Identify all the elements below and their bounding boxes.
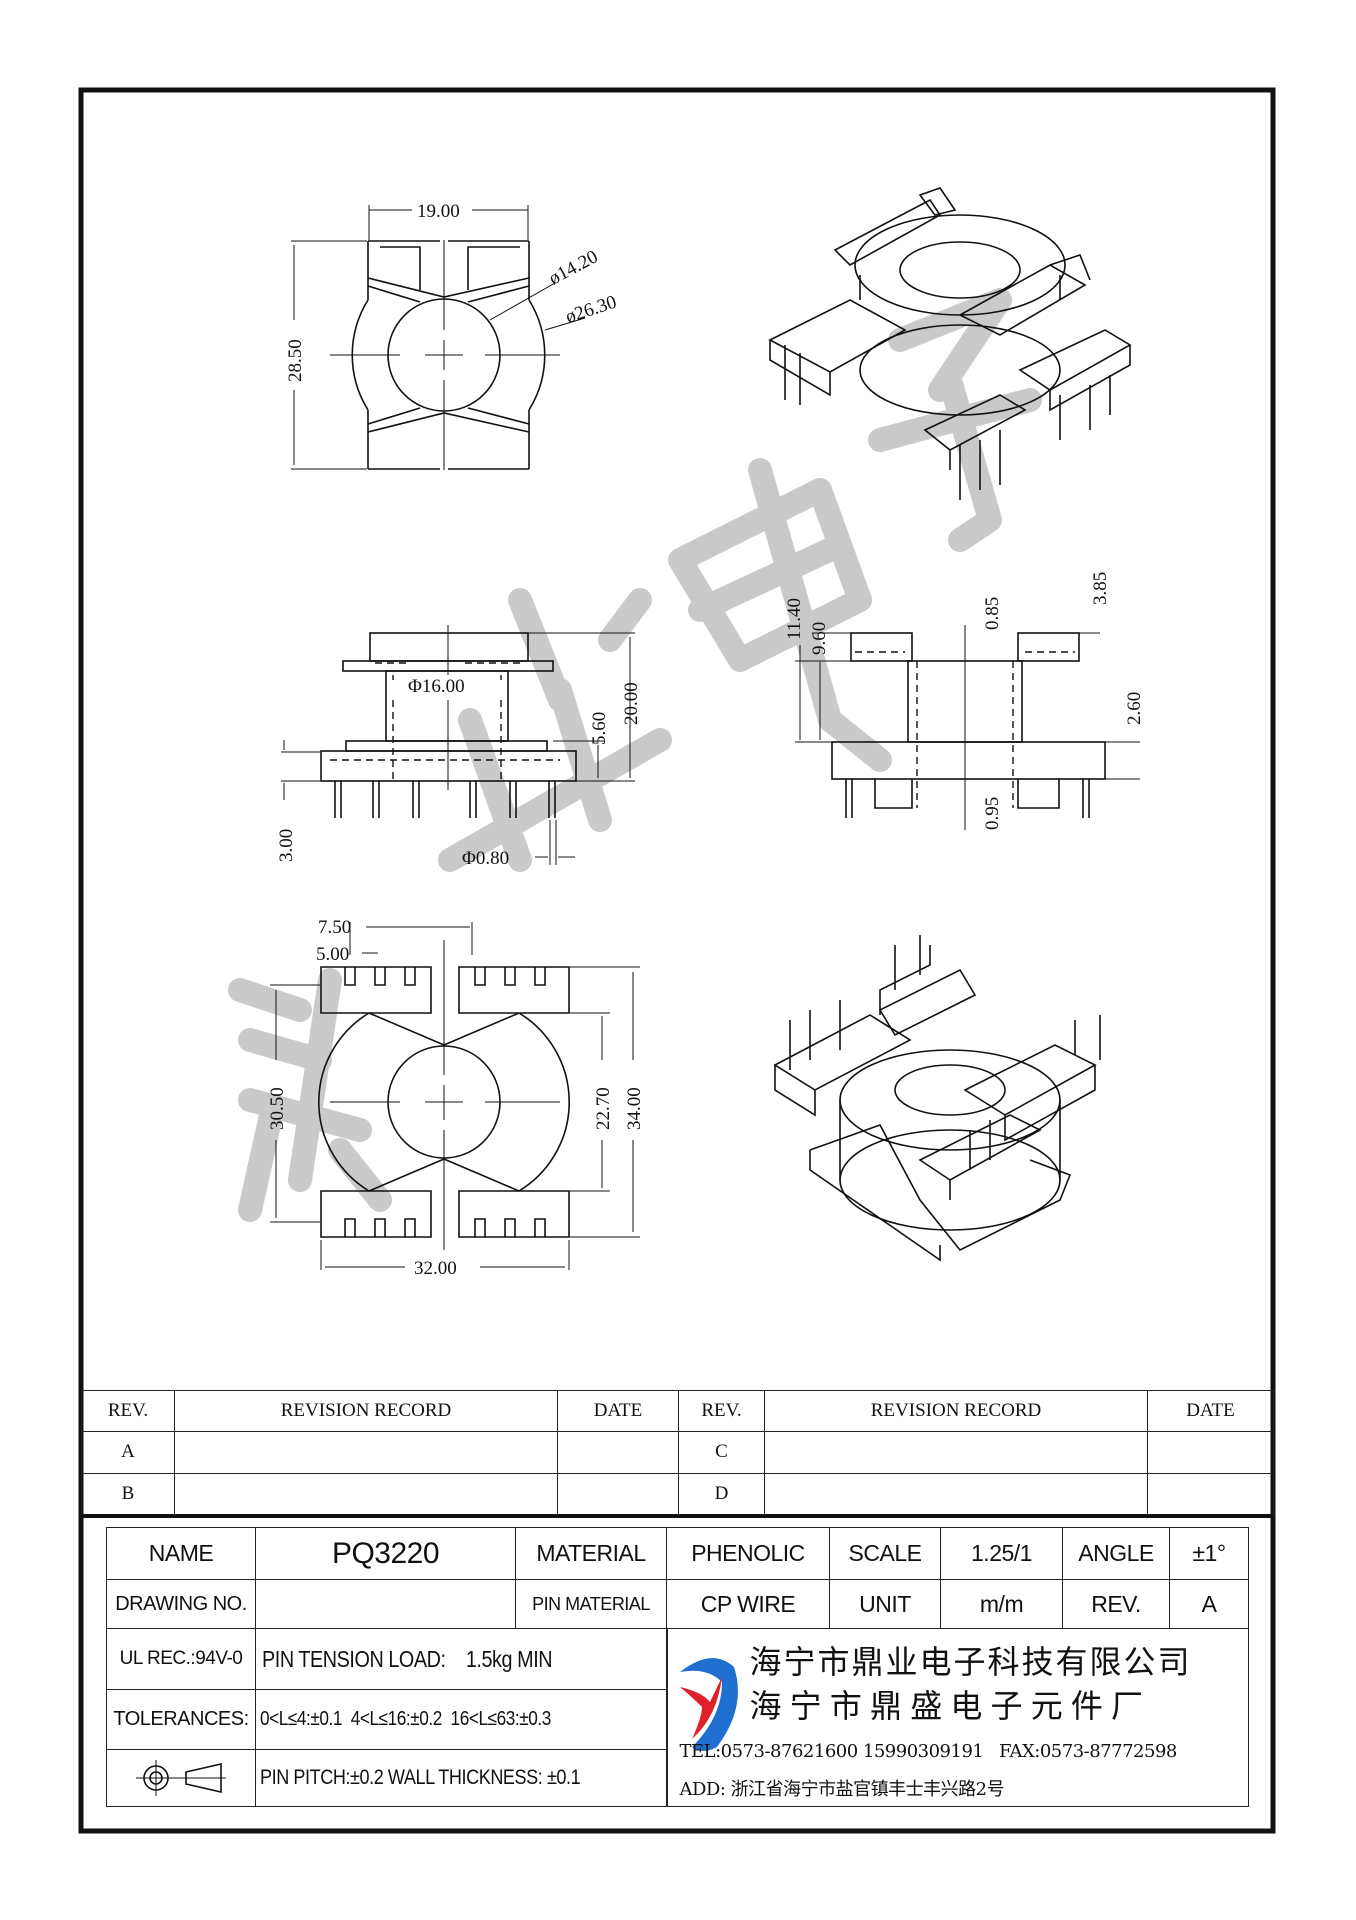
company-cell: 海宁市鼎业电子科技有限公司 海 宁 市 鼎 盛 电 子 元 件 厂 TEL:05… [665, 1628, 1249, 1807]
dim-side-base-step: 2.60 [1124, 692, 1145, 725]
revision-table: REV. REVISION RECORD DATE REV. REVISION … [81, 1389, 1274, 1516]
pin-tension-cell: PIN TENSION LOAD: 1.5kg MIN [255, 1627, 667, 1691]
tolerances-value: 0<L≤4:±0.1 4<L≤16:±0.2 16<L≤63:±0.3 [260, 1708, 551, 1730]
drawing-no-label: DRAWING NO. [106, 1579, 256, 1629]
pin-tension-value: 1.5kg MIN [465, 1645, 553, 1672]
dim-top-width: 19.00 [417, 201, 460, 222]
header-revision-record: REVISION RECORD [174, 1389, 558, 1433]
angle-value: ±1° [1169, 1527, 1249, 1580]
dim-core-dia: Φ16.00 [408, 676, 465, 697]
dim-front-h2: 20.00 [621, 682, 642, 725]
rev-cell: B [81, 1472, 175, 1516]
dim-top-height: 28.50 [285, 339, 306, 382]
date-cell [557, 1472, 679, 1516]
date-cell [557, 1431, 679, 1474]
unit-value: m/m [940, 1579, 1063, 1629]
material-value: PHENOLIC [666, 1527, 830, 1580]
title-block: NAME PQ3220 MATERIAL PHENOLIC SCALE 1.25… [106, 1527, 1249, 1808]
rev-cell: A [81, 1431, 175, 1474]
pin-material-value: CP WIRE [666, 1579, 830, 1629]
front-view: Φ16.00 5.60 20.00 3.00 Φ0.80 [276, 625, 642, 869]
record-cell [174, 1431, 558, 1474]
scale-label: SCALE [829, 1527, 941, 1580]
date-cell [1147, 1472, 1274, 1516]
part-name: PQ3220 [255, 1527, 516, 1580]
dim-outer-dia: ø26.30 [563, 292, 619, 328]
third-angle-projection-icon [136, 1759, 226, 1796]
dim-pitch: 7.50 [318, 917, 351, 938]
date-cell [1147, 1431, 1274, 1474]
drawing-no-value [255, 1579, 516, 1629]
pin-pitch: PIN PITCH:±0.2 WALL THICKNESS: ±0.1 [260, 1765, 581, 1789]
rev-value: A [1169, 1579, 1249, 1629]
sheet-border [78, 87, 1276, 1834]
material-label: MATERIAL [515, 1527, 667, 1580]
dim-side-total: 11.40 [784, 598, 805, 640]
angle-label: ANGLE [1062, 1527, 1170, 1580]
header-rev: REV. [81, 1389, 175, 1433]
header-date: DATE [557, 1389, 679, 1433]
pin-pitch-cell: PIN PITCH:±0.2 WALL THICKNESS: ±0.1 [255, 1748, 667, 1808]
projection-symbol-cell [106, 1748, 256, 1808]
dim-bottom-width: 32.00 [414, 1258, 457, 1279]
pin-tension-label: PIN TENSION LOAD: [262, 1645, 446, 1672]
side-view: 11.40 9.60 0.85 3.85 2.60 0.95 [784, 572, 1145, 830]
ul-rec: UL REC.:94V-0 [106, 1627, 256, 1691]
header-revision-record: REVISION RECORD [764, 1389, 1148, 1433]
dim-bottom-outer: 30.50 [267, 1087, 288, 1130]
dim-pin-dia: Φ0.80 [462, 848, 509, 869]
rev-label: REV. [1062, 1579, 1170, 1629]
dim-side-top-thickness: 0.85 [982, 597, 1003, 630]
dim-pitch-2: 5.00 [316, 944, 349, 965]
company-tel: TEL:0573-87621600 15990309191 FAX:0573-8… [679, 1741, 1178, 1762]
isometric-view-bottom [773, 935, 1101, 1262]
dim-side-inner: 9.60 [809, 622, 830, 655]
tolerances-cell: 0<L≤4:±0.1 4<L≤16:±0.2 16<L≤63:±0.3 [255, 1689, 667, 1750]
revision-header-row: REV. REVISION RECORD DATE REV. REVISION … [81, 1389, 1274, 1433]
isometric-view-top [768, 187, 1132, 500]
company-address: ADD: 浙江省海宁市盐官镇丰士丰兴路2号 [679, 1779, 1005, 1800]
dim-side-bottom-thickness: 0.95 [982, 797, 1003, 830]
pin-tension-line: PIN TENSION LOAD: 1.5kg MIN [262, 1645, 553, 1673]
table-row: B D [81, 1472, 1274, 1516]
bottom-view: 7.50 5.00 30.50 22.70 34.00 32.00 [267, 917, 645, 1279]
divider [81, 1514, 1273, 1518]
dim-bottom-inner: 22.70 [593, 1087, 614, 1130]
pins [334, 781, 556, 818]
rev-cell: D [678, 1472, 765, 1516]
record-cell [764, 1431, 1148, 1474]
company-name-2: 海 宁 市 鼎 盛 电 子 元 件 厂 [749, 1687, 1144, 1725]
header-rev: REV. [678, 1389, 765, 1433]
dim-side-top-flange: 3.85 [1090, 572, 1111, 605]
tolerances-label: TOLERANCES: [106, 1689, 256, 1750]
rev-cell: C [678, 1431, 765, 1474]
top-view: 19.00 28.50 ø14.20 ø26.30 [285, 201, 619, 470]
company-name-1: 海宁市鼎业电子科技有限公司 [749, 1643, 1192, 1681]
table-row: A C [81, 1431, 1274, 1474]
company-box: 海宁市鼎业电子科技有限公司 海 宁 市 鼎 盛 电 子 元 件 厂 TEL:05… [669, 1630, 1248, 1806]
dim-bottom-total: 34.00 [624, 1087, 645, 1130]
scale-value: 1.25/1 [940, 1527, 1063, 1580]
name-label: NAME [106, 1527, 256, 1580]
watermark-strokes [228, 288, 1042, 1222]
company-logo [679, 1658, 738, 1751]
dim-pin-length: 3.00 [276, 829, 297, 862]
record-cell [174, 1472, 558, 1516]
header-date: DATE [1147, 1389, 1274, 1433]
dim-front-h1: 5.60 [589, 712, 610, 745]
record-cell [764, 1472, 1148, 1516]
dim-inner-dia: ø14.20 [545, 246, 601, 289]
pin-material-label: PIN MATERIAL [515, 1579, 667, 1629]
unit-label: UNIT [829, 1579, 941, 1629]
